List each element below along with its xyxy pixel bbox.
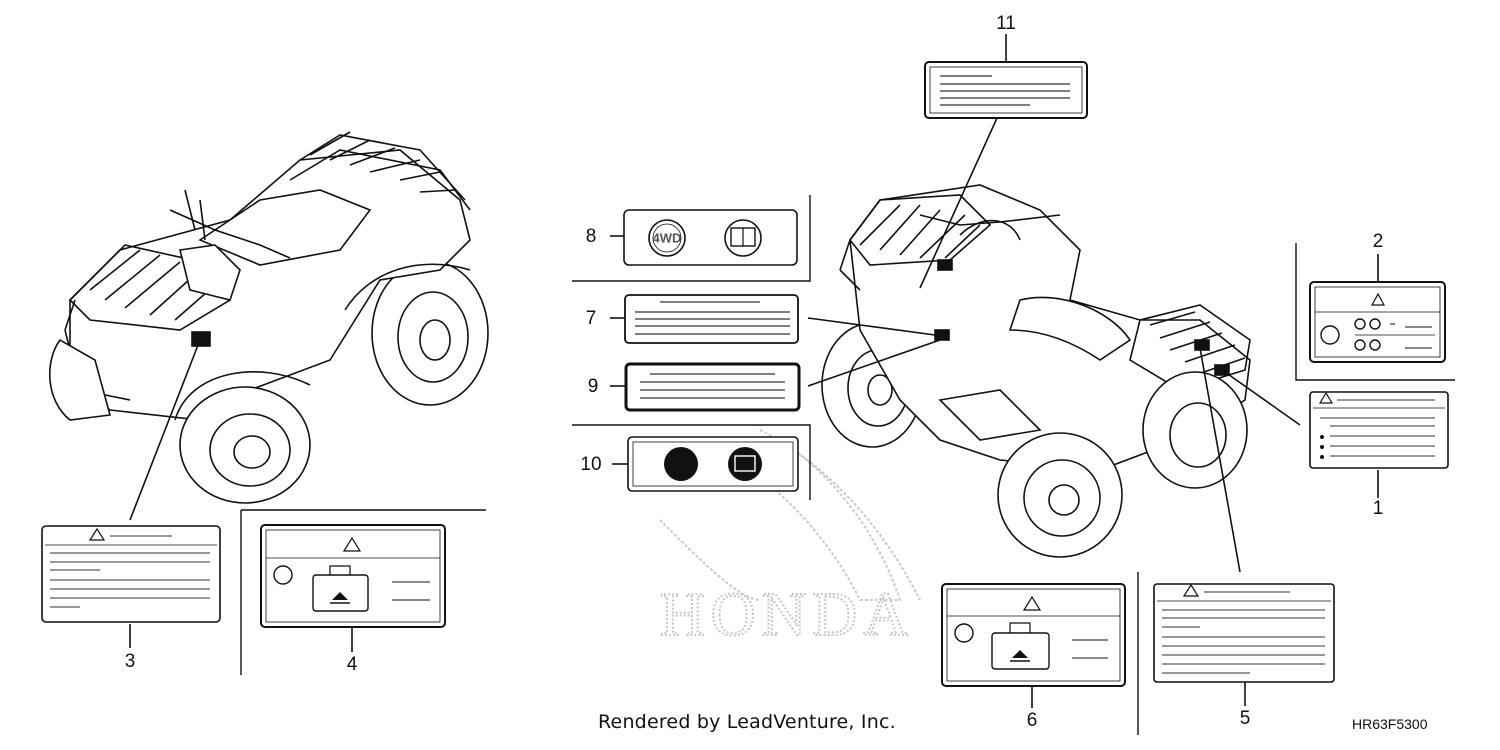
manual-book-icon-dark (728, 447, 762, 481)
callout-5: 5 (1240, 708, 1251, 729)
footer-credit: Rendered by LeadVenture, Inc. (598, 711, 896, 733)
callout-4: 4 (347, 654, 358, 675)
honda-watermark: HONDA (659, 429, 921, 650)
label-5 (1153, 583, 1335, 683)
callout-9: 9 (588, 376, 599, 397)
section-dividers (240, 195, 1455, 735)
callout-3: 3 (125, 651, 136, 672)
atv-front-view (49, 131, 489, 504)
atv-rear-view (821, 184, 1251, 558)
callout-11: 11 (996, 13, 1016, 34)
4wd-icon (648, 219, 686, 257)
label-2 (1309, 281, 1446, 363)
label-9 (624, 362, 801, 412)
manual-book-icon (1320, 325, 1340, 345)
manual-book-icon (273, 565, 293, 585)
leader-lines (129, 34, 1379, 708)
manual-book-icon (954, 623, 974, 643)
label-3 (41, 525, 221, 623)
label-11 (924, 61, 1088, 119)
4wd-icon-text: 4WD (653, 230, 682, 245)
callout-2: 2 (1373, 231, 1384, 252)
part-code: HR63F5300 (1352, 716, 1428, 732)
label-1 (1309, 391, 1449, 469)
callout-10: 10 (580, 454, 601, 475)
label-10 (627, 436, 799, 492)
tire-pressure-icon (1354, 318, 1366, 330)
callout-8: 8 (586, 226, 597, 247)
label-7 (624, 294, 799, 344)
callout-1: 1 (1373, 498, 1384, 519)
label-6 (941, 583, 1126, 687)
label-8: 4WD (623, 209, 798, 266)
label-4 (260, 524, 446, 628)
4wd-icon-dark (664, 447, 698, 481)
callout-6: 6 (1027, 710, 1038, 731)
callout-numbers: 11 8 7 9 10 2 1 3 4 6 5 (125, 13, 1384, 731)
watermark-text: HONDA (660, 581, 914, 649)
callout-7: 7 (586, 308, 597, 329)
warning-triangle-icon (1370, 292, 1386, 306)
